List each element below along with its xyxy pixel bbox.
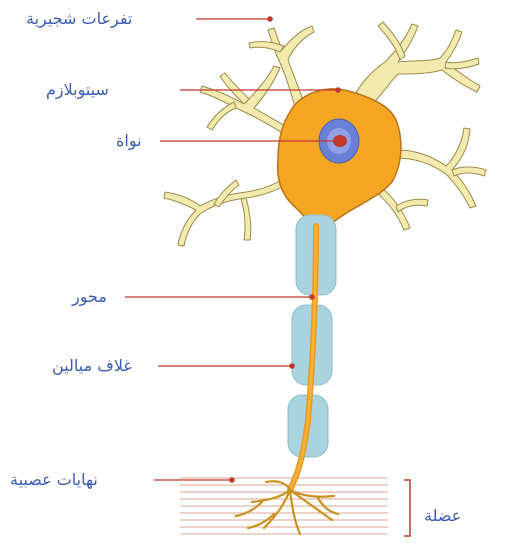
label-cytoplasm: سيتوبلازم (46, 80, 109, 100)
muscle-tissue (180, 478, 388, 534)
muscle-bracket (404, 480, 410, 536)
label-nerve-endings: نهايات عصبية (10, 470, 98, 490)
label-myelin-sheath: غلاف ميالين (52, 356, 132, 376)
axon-terminals (236, 481, 338, 534)
label-muscle: عضلة (424, 506, 461, 526)
label-axon: محور (72, 287, 107, 307)
label-nucleus: نواة (116, 131, 142, 151)
label-dendrites: تفرعات شجيرية (26, 9, 132, 29)
